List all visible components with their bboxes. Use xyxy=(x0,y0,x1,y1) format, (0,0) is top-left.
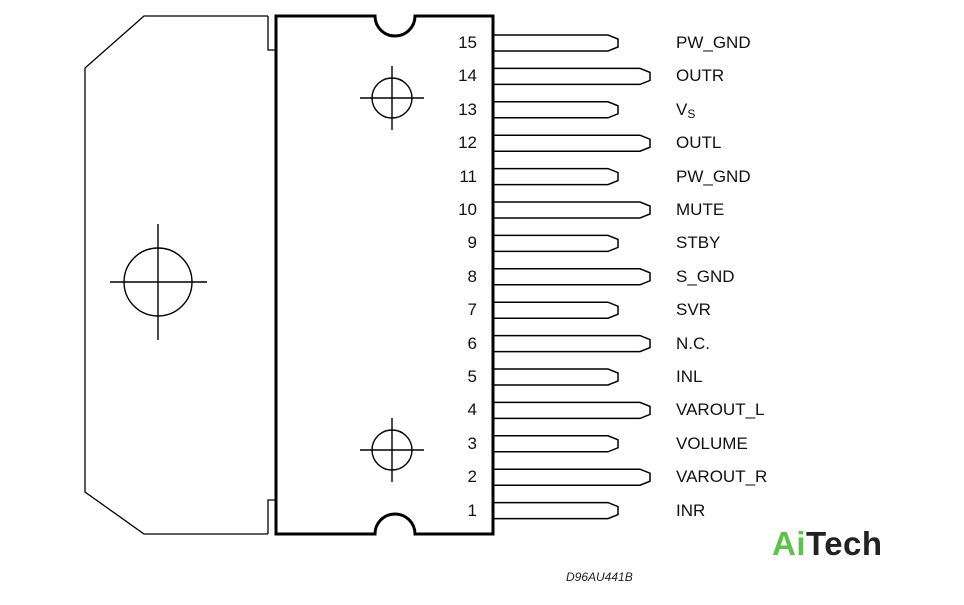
pin-lead-8 xyxy=(493,268,651,286)
pin-name: INR xyxy=(676,500,706,520)
pin-lead-3 xyxy=(493,435,619,453)
pin-number: 10 xyxy=(458,200,477,219)
heatsink-tab xyxy=(84,15,268,535)
pin-name: SVR xyxy=(676,300,711,320)
pin-name-subscript: S xyxy=(687,106,696,121)
pin-lead-5 xyxy=(493,368,619,386)
pin-number: 13 xyxy=(458,99,477,119)
part-code: D96AU441B xyxy=(566,570,633,584)
pin-lead-9 xyxy=(493,234,619,253)
pin-name: OUTL xyxy=(676,133,722,153)
heatsink-notch-bottom xyxy=(267,499,276,534)
pin-number: 9 xyxy=(467,233,477,253)
pin-name: VOLUME xyxy=(676,433,748,453)
pin-name: VS xyxy=(676,100,695,124)
pin-lead-12 xyxy=(493,134,651,152)
pin-number: 7 xyxy=(467,300,477,320)
pin-number: 1 xyxy=(467,500,477,520)
pin-lead-15 xyxy=(493,34,619,52)
logo-part1: Ai xyxy=(772,525,806,562)
pin-name: PW_GND xyxy=(676,166,751,186)
logo-part2: Tech xyxy=(806,525,883,562)
pin-number: 2 xyxy=(467,467,477,487)
aitech-logo: AiTech xyxy=(772,525,883,563)
pin-name: VAROUT_R xyxy=(676,467,768,487)
pin-name: N.C. xyxy=(676,333,710,353)
pin-name: OUTR xyxy=(676,66,725,86)
pin-name: VAROUT_L xyxy=(676,400,765,420)
pin-name-base: V xyxy=(676,99,688,119)
pin-name: INL xyxy=(676,367,703,386)
pin-number: 11 xyxy=(459,166,477,186)
heatsink-notch-top xyxy=(267,16,276,51)
pin-name: PW_GND xyxy=(676,33,751,52)
pin-name: STBY xyxy=(676,233,721,253)
pin-lead-1 xyxy=(493,501,619,520)
pin-number: 8 xyxy=(467,266,477,286)
reference-mark-top-icon xyxy=(360,66,424,130)
pin-lead-7 xyxy=(493,301,619,319)
pin-number: 14 xyxy=(458,66,477,86)
reference-mark-bottom-icon xyxy=(360,418,424,482)
pin-number: 15 xyxy=(458,33,477,52)
pin-lead-4 xyxy=(493,401,651,420)
pin-lead-6 xyxy=(493,334,651,353)
pin-lead-11 xyxy=(493,167,619,186)
pin-number: 12 xyxy=(458,133,477,153)
pin-name: MUTE xyxy=(676,200,725,219)
package-body xyxy=(274,14,495,536)
pin-number: 5 xyxy=(467,367,477,386)
pin-lead-14 xyxy=(493,67,651,86)
pin-lead-2 xyxy=(493,468,651,486)
pin-number: 6 xyxy=(467,333,477,353)
pin-name: S_GND xyxy=(676,266,735,286)
pin-number: 3 xyxy=(467,433,477,453)
pin-lead-13 xyxy=(493,101,619,119)
pin-number: 4 xyxy=(467,400,477,420)
mounting-hole-icon xyxy=(110,224,207,340)
pin-lead-10 xyxy=(493,201,651,219)
